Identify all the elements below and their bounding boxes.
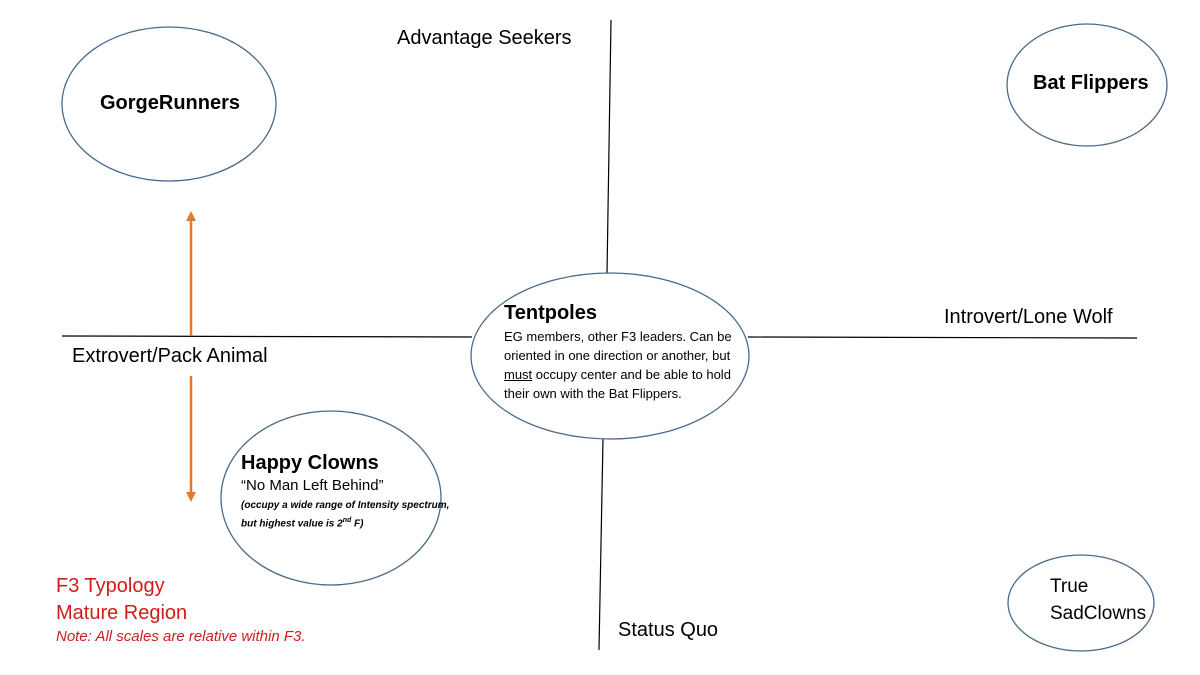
- true-sad-clowns-ellipse: [1007, 554, 1155, 652]
- happy-clowns-block: Happy Clowns “No Man Left Behind” (occup…: [241, 452, 461, 531]
- happy-clowns-note-part2: F): [351, 518, 364, 530]
- axis-label-right: Introvert/Lone Wolf: [944, 306, 1113, 328]
- tentpoles-ellipse: [470, 272, 750, 440]
- tentpoles-desc-part1: EG members, other F3 leaders. Can be ori…: [504, 329, 732, 363]
- gorge-runners-ellipse: [61, 26, 277, 182]
- happy-clowns-note-part1: (occupy a wide range of Intensity spectr…: [241, 500, 450, 530]
- tentpoles-desc-emphasis: must: [504, 367, 533, 382]
- happy-clowns-note: (occupy a wide range of Intensity spectr…: [241, 498, 461, 531]
- legend-block: F3 Typology Mature Region Note: All scal…: [56, 573, 306, 647]
- axis-label-top: Advantage Seekers: [397, 27, 572, 49]
- axis-label-bottom: Status Quo: [618, 619, 719, 641]
- axis-label-left: Extrovert/Pack Animal: [72, 345, 268, 367]
- happy-clowns-title: Happy Clowns: [241, 452, 379, 474]
- tentpoles-block: Tentpoles EG members, other F3 leaders. …: [504, 302, 754, 403]
- legend-title: F3 Typology: [56, 575, 165, 597]
- happy-clowns-subtitle: “No Man Left Behind”: [241, 477, 384, 494]
- vertical-axis-lower: [598, 437, 604, 651]
- legend-subtitle: Mature Region: [56, 602, 188, 624]
- legend-note: Note: All scales are relative within F3.: [56, 628, 306, 645]
- tentpoles-title: Tentpoles: [504, 302, 597, 324]
- true-sad-clowns-line2: SadClowns: [1050, 603, 1147, 624]
- happy-clowns-note-superscript: nd: [342, 517, 352, 524]
- true-sad-clowns-label: True SadClowns: [1050, 573, 1146, 627]
- bat-flippers-label: Bat Flippers: [1033, 72, 1149, 94]
- vertical-axis-upper: [606, 19, 612, 275]
- happy-clowns-ellipse: [220, 410, 442, 586]
- bat-flippers-ellipse: [1006, 23, 1168, 147]
- tentpoles-description: EG members, other F3 leaders. Can be ori…: [504, 327, 754, 403]
- true-sad-clowns-line1: True: [1050, 576, 1089, 597]
- gorge-runners-label: GorgeRunners: [100, 92, 241, 114]
- tentpoles-desc-part2: occupy center and be able to hold their …: [504, 367, 731, 401]
- horizontal-axis-right: [747, 336, 1138, 339]
- horizontal-axis-left: [61, 335, 473, 338]
